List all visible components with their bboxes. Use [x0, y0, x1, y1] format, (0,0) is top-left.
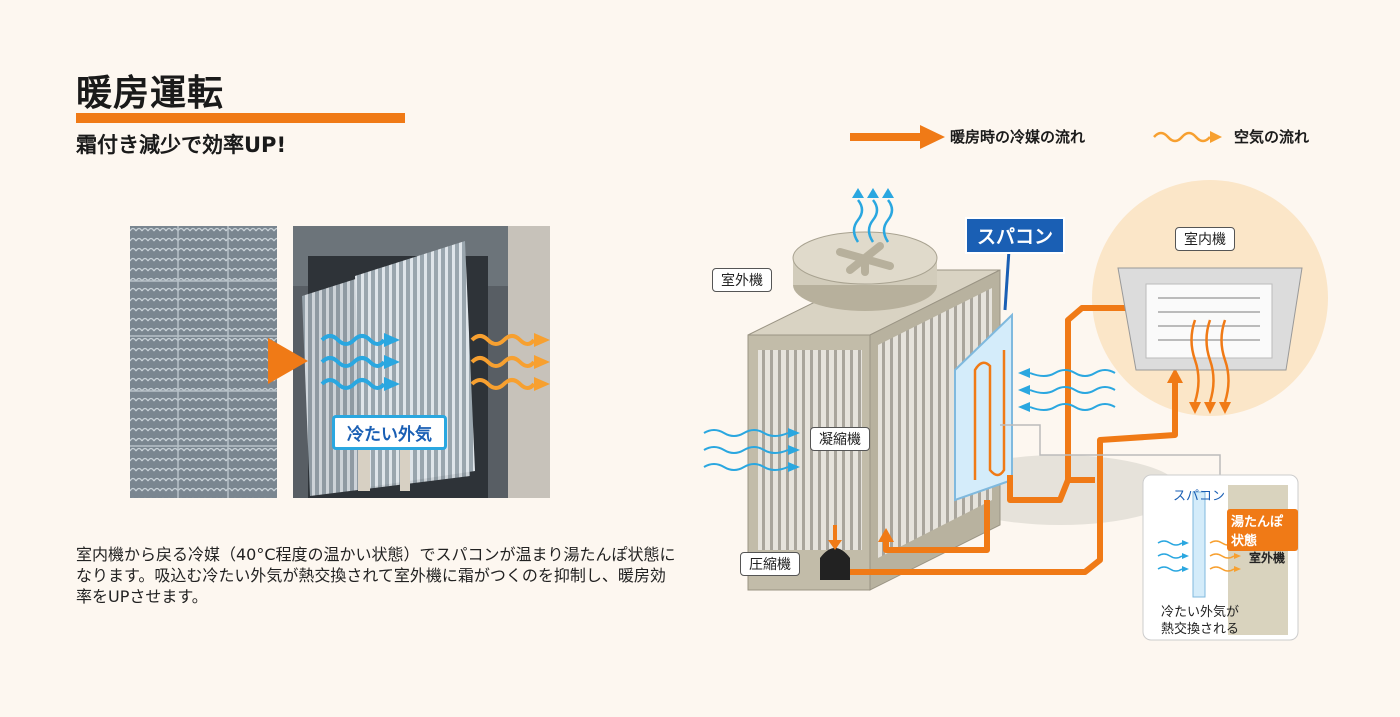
title-underline — [76, 113, 405, 123]
inset-caption-line2: 熱交換される — [1161, 622, 1240, 637]
legend-air-label: 空気の流れ — [1234, 128, 1310, 146]
cold-air-label: 冷たい外気 — [332, 415, 447, 450]
inset-caption-line1: 冷たい外気が — [1161, 605, 1240, 620]
page-title: 暖房運転 — [76, 73, 225, 114]
inset-outdoor-unit-label: 室外機 — [1249, 551, 1286, 565]
air-flow-wave-icon — [1153, 131, 1222, 143]
compressor-label: 圧縮機 — [740, 552, 800, 576]
description-text: 室内機から戻る冷媒（40°C程度の温かい状態）でスパコンが温まり湯たんぽ状態にな… — [76, 545, 676, 606]
spacon-label: スパコン — [965, 217, 1066, 254]
page-subtitle: 霜付き減少で効率UP! — [76, 133, 287, 157]
inset-spacon-label: スパコン — [1173, 489, 1226, 504]
cold-air-wave-icon — [320, 333, 400, 391]
photo-panel: 冷たい外気 — [130, 226, 550, 498]
condenser-label: 凝縮機 — [810, 427, 870, 451]
hot-water-bottle-label: 湯たんぽ状態 — [1227, 509, 1298, 551]
legend-refrigerant-label: 暖房時の冷媒の流れ — [950, 128, 1086, 146]
outdoor-unit-label: 室外機 — [712, 268, 772, 292]
indoor-unit-label: 室内機 — [1175, 227, 1235, 251]
inset-panel: スパコン 湯たんぽ状態 室外機 冷たい外気が 熱交換される — [1143, 475, 1298, 640]
refrigerant-arrow-icon — [850, 125, 945, 149]
system-diagram — [703, 180, 1328, 641]
transition-arrow-icon — [268, 338, 308, 384]
warm-air-wave-icon — [470, 333, 550, 391]
legend: 暖房時の冷媒の流れ 空気の流れ — [850, 122, 1350, 152]
